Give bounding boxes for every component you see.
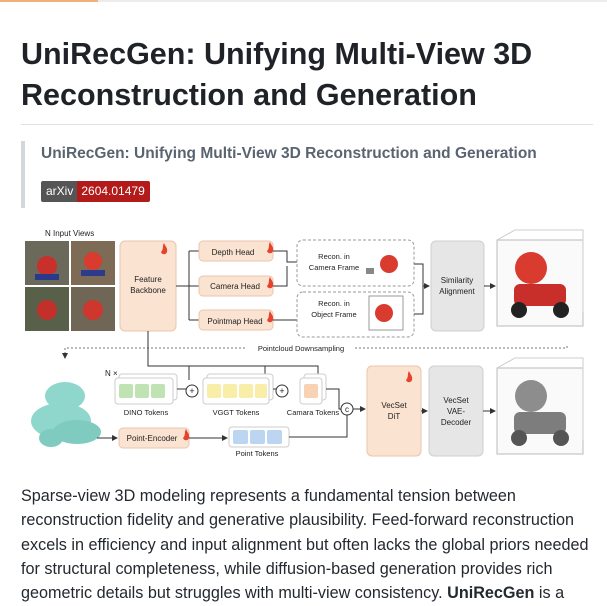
recon-camera-frame-box bbox=[296, 239, 415, 287]
concat-icon: c bbox=[345, 405, 349, 414]
abstract-paragraph: Sparse-view 3D modeling represents a fun… bbox=[21, 484, 593, 605]
dino-tokens-label: DINO Tokens bbox=[124, 408, 169, 417]
plus-icon-2: + bbox=[279, 386, 284, 396]
dino-tokens bbox=[114, 373, 178, 405]
abstract-text-continued: is a bbox=[538, 584, 565, 603]
vggt-tokens bbox=[202, 373, 274, 405]
quote-title: UniRecGen: Unifying Multi-View 3D Recons… bbox=[41, 145, 537, 162]
paper-blockquote: UniRecGen: Unifying Multi-View 3D Recons… bbox=[21, 141, 585, 208]
vecset-dit-label-1: VecSet bbox=[381, 401, 407, 410]
feature-backbone-label-2: Backbone bbox=[130, 286, 166, 295]
camara-tokens-label: Camara Tokens bbox=[287, 408, 340, 417]
point-cloud bbox=[31, 382, 101, 447]
abstract-text: Sparse-view 3D modeling represents a fun… bbox=[21, 487, 589, 603]
vecset-vae-label-1: VecSet bbox=[443, 396, 469, 405]
recon-camera-label-2: Camera Frame bbox=[309, 263, 359, 272]
point-tokens-label: Point Tokens bbox=[236, 449, 279, 458]
similarity-label-2: Alignment bbox=[439, 287, 475, 296]
camara-tokens bbox=[299, 373, 327, 405]
pointcloud-downsampling-label: Pointcloud Downsampling bbox=[258, 344, 344, 353]
title-divider bbox=[21, 124, 593, 125]
recon-camera-label-1: Recon. in bbox=[318, 252, 350, 261]
input-views-grid bbox=[25, 241, 115, 331]
feature-backbone-label-1: Feature bbox=[134, 275, 162, 284]
output-kart-gray bbox=[496, 357, 584, 455]
point-encoder-label: Point-Encoder bbox=[127, 434, 178, 443]
depth-head-label: Depth Head bbox=[212, 248, 255, 257]
input-views-label: N Input Views bbox=[45, 229, 94, 238]
top-border bbox=[0, 0, 607, 2]
pointmap-head-label: Pointmap Head bbox=[207, 317, 262, 326]
output-kart-top bbox=[496, 229, 584, 327]
arxiv-badge[interactable]: arXiv 2604.01479 bbox=[41, 181, 150, 202]
top-tab-indicator bbox=[0, 0, 98, 2]
recon-object-label-2: Object Frame bbox=[311, 310, 356, 319]
vecset-dit-label-2: DiT bbox=[388, 412, 401, 421]
similarity-label-1: Similarity bbox=[441, 276, 473, 285]
plus-icon: + bbox=[189, 386, 194, 396]
pipeline-figure: N Input Views Feature Backbone Depth Hea… bbox=[25, 229, 584, 458]
page-title: UniRecGen: Unifying Multi-View 3D Recons… bbox=[21, 37, 533, 112]
vecset-vae-label-3: Decoder bbox=[441, 418, 472, 427]
similarity-alignment-block bbox=[430, 240, 485, 332]
recon-object-label-1: Recon. in bbox=[318, 299, 350, 308]
arxiv-badge-label: arXiv bbox=[41, 181, 78, 202]
vecset-vae-label-2: VAE- bbox=[447, 407, 465, 416]
abstract-bold-name: UniRecGen bbox=[447, 584, 535, 603]
camera-head-label: Camera Head bbox=[210, 282, 260, 291]
vggt-tokens-label: VGGT Tokens bbox=[213, 408, 260, 417]
arxiv-badge-id: 2604.01479 bbox=[77, 181, 150, 202]
vecset-dit-block bbox=[366, 365, 422, 457]
n-times-label: N × bbox=[105, 369, 118, 378]
point-tokens bbox=[228, 426, 290, 448]
